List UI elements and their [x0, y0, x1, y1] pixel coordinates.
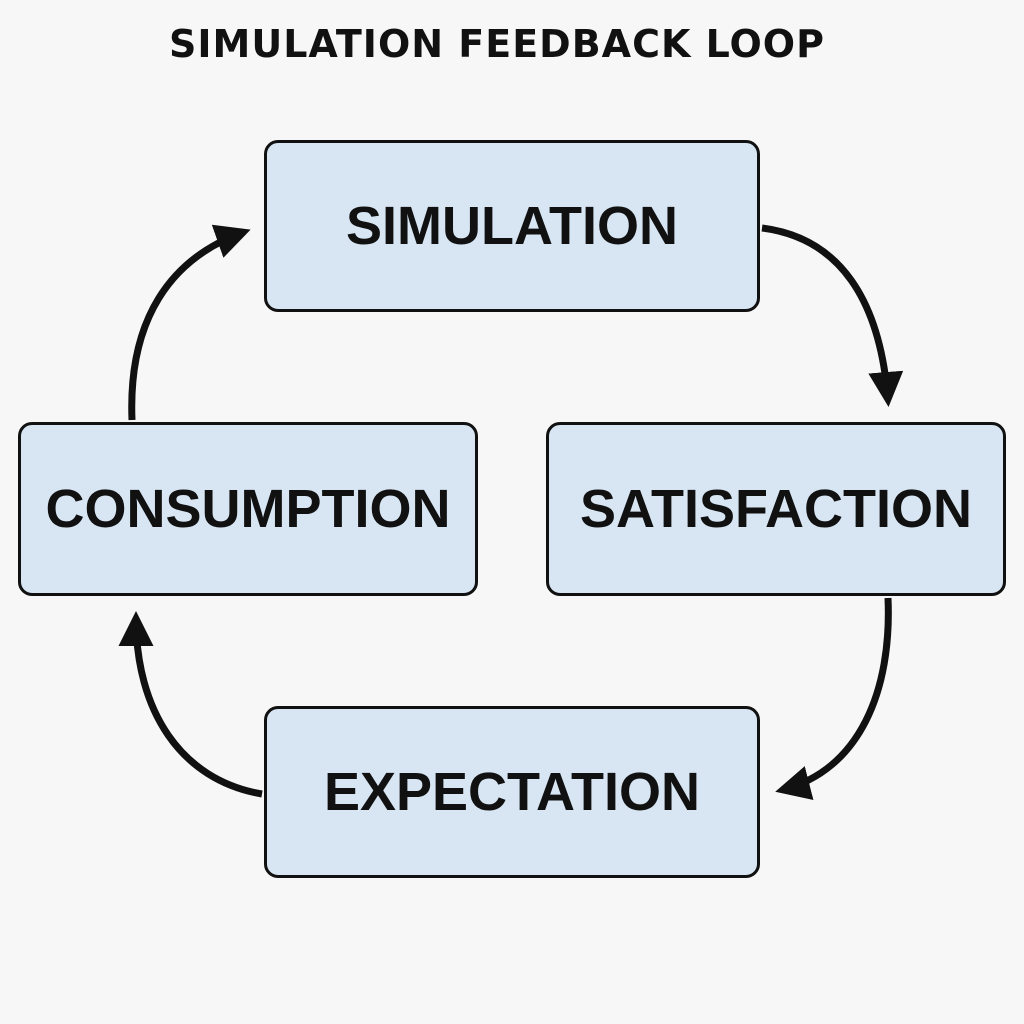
node-satisfaction: SATISFACTION — [546, 422, 1006, 596]
node-expectation: EXPECTATION — [264, 706, 760, 878]
diagram-title: SIMULATION FEEDBACK LOOP — [169, 22, 825, 66]
arrow-consumption-to-simulation — [128, 224, 251, 421]
node-satisfaction-label: SATISFACTION — [579, 479, 972, 539]
node-simulation: SIMULATION — [264, 140, 760, 312]
node-consumption: CONSUMPTION — [18, 422, 478, 596]
arrow-expectation-to-consumption — [118, 611, 263, 798]
arrow-simulation-to-satisfaction — [761, 224, 904, 407]
node-expectation-label: EXPECTATION — [323, 762, 701, 822]
node-simulation-label: SIMULATION — [346, 196, 678, 256]
arrow-satisfaction-to-expectation — [775, 597, 892, 800]
node-consumption-label: CONSUMPTION — [45, 479, 451, 539]
